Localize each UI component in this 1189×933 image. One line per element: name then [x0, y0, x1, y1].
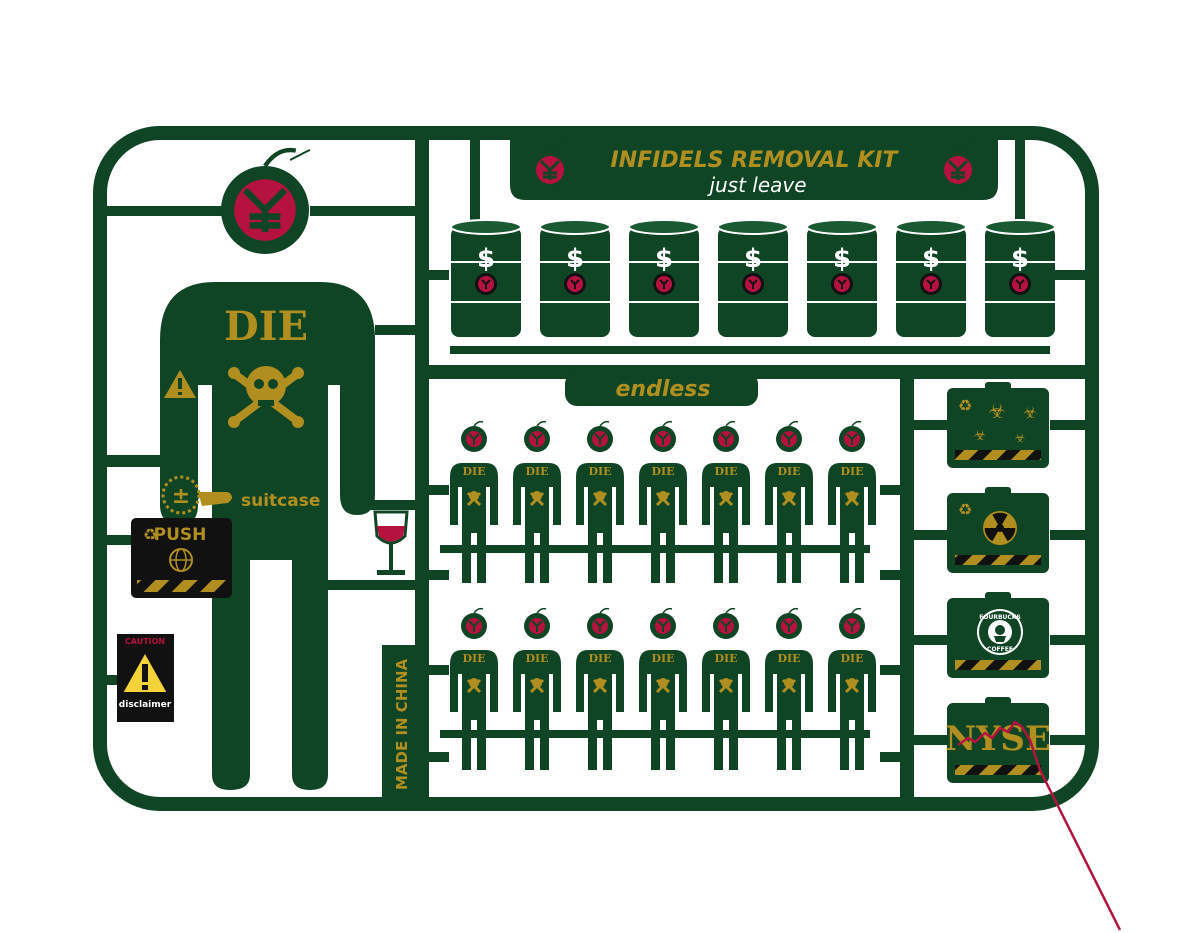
svg-text:FOURBUCKS: FOURBUCKS [979, 614, 1021, 621]
small-figure: DIE [637, 420, 689, 585]
small-figure-text: DIE [714, 652, 737, 665]
kit-subtitle: just leave [706, 173, 806, 197]
bomb-icon [221, 150, 309, 254]
case-radiation: ♻ [947, 487, 1049, 573]
dollar-sign: $ [477, 244, 495, 274]
recycle-icon: ♻ [143, 525, 157, 544]
stock-chart-line [957, 720, 1122, 931]
small-figure-text: DIE [840, 465, 863, 478]
dollar-sign: $ [1011, 244, 1029, 274]
oil-barrel: $ [628, 219, 700, 338]
recycle-icon: ♻ [958, 500, 972, 519]
kit-title: INFIDELS REMOVAL KIT [611, 148, 900, 173]
warning-icon [164, 370, 196, 398]
small-figure: DIE [574, 607, 626, 772]
small-figure-text: DIE [840, 652, 863, 665]
small-figure-text: DIE [714, 465, 737, 478]
small-figure: DIE [826, 420, 878, 585]
small-figure-text: DIE [525, 465, 548, 478]
made-in-china-strip: MADE IN CHINA [382, 645, 416, 800]
disclaimer-heading: CAUTION [125, 637, 165, 646]
small-figure: DIE [763, 420, 815, 585]
small-figure: DIE [511, 607, 563, 772]
small-figure: DIE [637, 607, 689, 772]
radiation-icon [983, 511, 1017, 545]
push-label: PUSH [154, 525, 207, 545]
small-figure: DIE [700, 607, 752, 772]
biohazard-icon: ☣ [1023, 403, 1037, 422]
small-figure-text: DIE [651, 652, 674, 665]
small-figure-text: DIE [588, 652, 611, 665]
dollar-sign: $ [744, 244, 762, 274]
small-figure-text: DIE [588, 465, 611, 478]
small-figure-text: DIE [777, 652, 800, 665]
wine-glass-icon [373, 510, 409, 575]
header-banner: INFIDELS REMOVAL KIT just leave [510, 140, 998, 200]
small-figure: DIE [700, 420, 752, 585]
oil-barrel: $ [984, 219, 1056, 338]
biohazard-icon: ☣ [988, 399, 1006, 423]
dollar-sign: $ [833, 244, 851, 274]
endless-banner: endless [565, 372, 758, 406]
small-figure-text: DIE [462, 652, 485, 665]
pointing-hand-icon: ± [161, 475, 232, 515]
dollar-sign: $ [655, 244, 673, 274]
oil-barrel: $ [539, 219, 611, 338]
oil-barrel-row: $ $ $ $ $ $ $ [450, 219, 1056, 338]
oil-barrel: $ [806, 219, 878, 338]
disclaimer-label: disclaimer [119, 700, 172, 710]
recycle-icon: ♻ [958, 396, 972, 415]
biohazard-icon: ☣ [1015, 431, 1026, 445]
small-figure: DIE [826, 607, 878, 772]
small-figure-text: DIE [462, 465, 485, 478]
globe-icon [169, 548, 193, 572]
made-in-china-label: MADE IN CHINA [393, 658, 411, 790]
fourbucks-logo: FOURBUCKS COFFEE [977, 609, 1023, 655]
small-figure: DIE [448, 607, 500, 772]
small-figure: DIE [511, 420, 563, 585]
small-figure-text: DIE [525, 652, 548, 665]
small-figure: DIE [574, 420, 626, 585]
endless-label: endless [616, 377, 711, 402]
chest-text: DIE [224, 303, 308, 350]
skull-crossbones-icon [228, 366, 304, 428]
small-figures-grid: DIE DIE DIE DIE DIE DIE DIE DIE DIE DIE DIE DIE DIE D… [448, 420, 878, 772]
case-nyse: NYSE [945, 697, 1051, 783]
oil-barrel: $ [450, 219, 522, 338]
small-figure: DIE [763, 607, 815, 772]
oil-barrel: $ [717, 219, 789, 338]
push-briefcase: ♻ PUSH [131, 518, 232, 598]
small-figure-text: DIE [651, 465, 674, 478]
disclaimer-card: CAUTION disclaimer [117, 634, 174, 722]
dollar-sign: $ [566, 244, 584, 274]
suitcase-label: suitcase [241, 491, 320, 511]
small-figure-text: DIE [777, 465, 800, 478]
small-figure: DIE [448, 420, 500, 585]
warning-icon [120, 649, 170, 694]
dollar-sign: $ [922, 244, 940, 274]
svg-text:COFFEE: COFFEE [987, 646, 1013, 653]
svg-text:±: ± [172, 484, 190, 509]
main-figure: DIE ± suitcase ♻ PUSH [131, 150, 409, 790]
oil-barrel: $ [895, 219, 967, 338]
biohazard-icon: ☣ [974, 428, 987, 444]
case-fourbucks: FOURBUCKS COFFEE [947, 592, 1049, 678]
case-biohazard: ♻ ☣ ☣ ☣ ☣ [947, 382, 1049, 468]
